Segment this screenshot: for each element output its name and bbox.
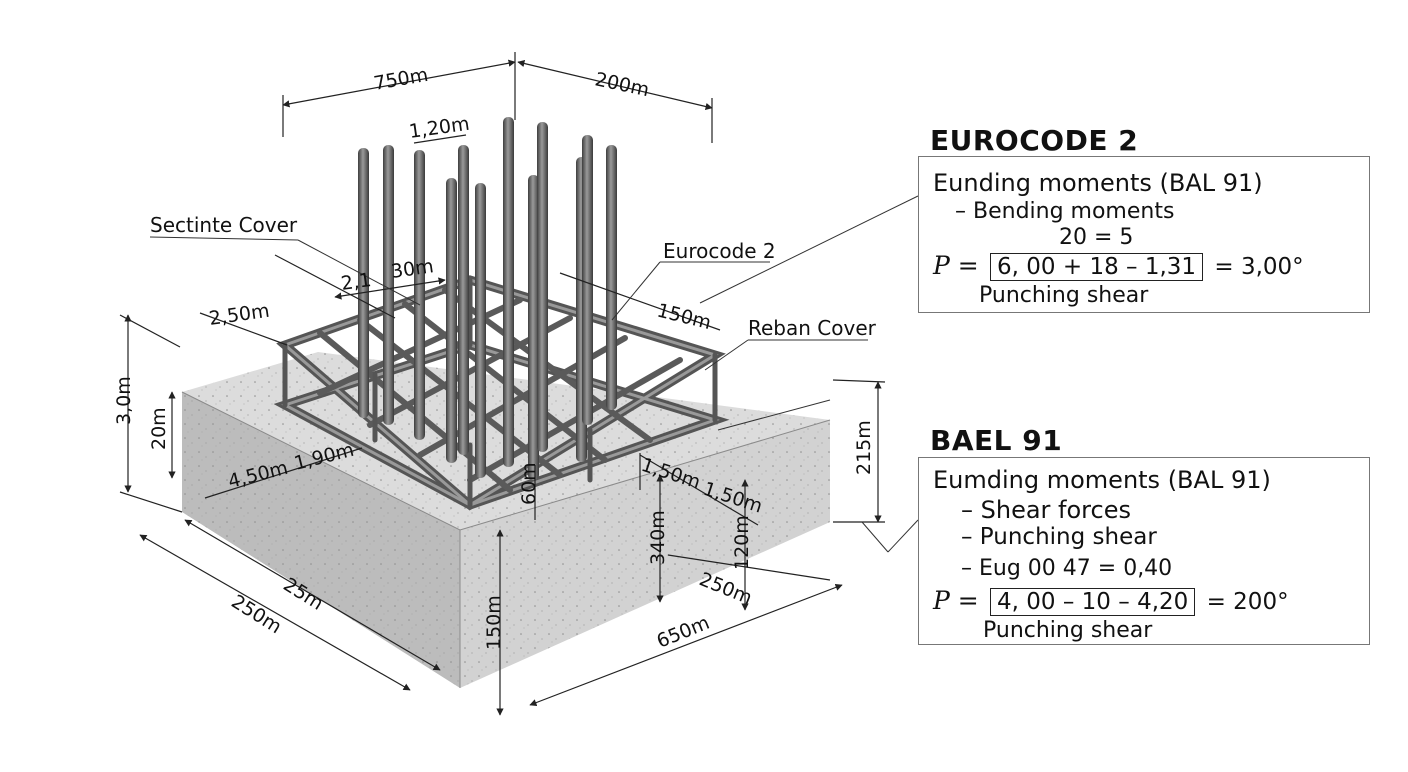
dim-small-v: 60m: [518, 462, 540, 505]
bael-line-2: – Shear forces: [961, 496, 1131, 524]
leader-lines: [149, 195, 919, 553]
dim-inner-d: 120m: [731, 515, 753, 570]
eurocode-line-2: – Bending moments: [955, 199, 1175, 224]
dim-right-height: 215m: [853, 420, 875, 475]
bael-line-3: – Punching shear: [961, 524, 1157, 550]
eurocode-formula: P = 6, 00 + 18 – 1,31 = 3,00°: [933, 251, 1304, 281]
bael-line-1: Eumding moments (BAL 91): [933, 466, 1271, 494]
eurocode-line-3: 20 = 5: [1059, 225, 1134, 250]
callout-labels: Sectinte Cover Eurocode 2 Reban Cover: [150, 213, 877, 340]
dim-bottom-height: 150m: [483, 595, 505, 650]
eurocode-line-4: Punching shear: [979, 283, 1149, 308]
dim-inner-e: 250m: [696, 568, 755, 609]
bael-line-5: Punching shear: [983, 618, 1153, 643]
dimension-lines: [119, 52, 886, 716]
dim-bar-spacing: 1,20m: [408, 113, 471, 143]
eurocode-formula-p: P =: [933, 251, 979, 280]
eurocode-formula-root: 6, 00 + 18 – 1,31: [990, 253, 1204, 281]
eurocode-note-box: Eunding moments (BAL 91) – Bending momen…: [918, 156, 1370, 313]
bael-formula: P = 4, 00 – 10 – 4,20 = 200°: [933, 586, 1289, 616]
dim-inner-c: 340m: [647, 510, 669, 565]
eurocode-title: EUROCODE 2: [930, 124, 1139, 157]
callout-eurocode: Eurocode 2: [663, 239, 776, 263]
eurocode-line-1: Eunding moments (BAL 91): [933, 169, 1263, 197]
bael-formula-root: 4, 00 – 10 – 4,20: [990, 588, 1196, 616]
callout-section-cover: Sectinte Cover: [150, 213, 298, 237]
dim-height-total: 3,0m: [113, 376, 135, 425]
bael-formula-result: = 200°: [1206, 589, 1289, 615]
dim-left-rim: 2,50m: [208, 300, 271, 330]
dim-height-block: 20m: [148, 407, 170, 450]
dim-top-right: 200m: [593, 68, 651, 101]
callout-rebar-cover: Reban Cover: [748, 316, 877, 340]
bael-note-box: Eumding moments (BAL 91) – Shear forces …: [918, 457, 1370, 645]
bael-formula-p: P =: [933, 586, 979, 615]
dim-top-left: 750m: [372, 64, 430, 95]
dim-mid-b: 30m: [390, 255, 435, 283]
bael-title: BAEL 91: [930, 424, 1063, 457]
dim-mid-a: 2,1: [340, 269, 373, 295]
eurocode-formula-result: = 3,00°: [1214, 254, 1304, 280]
dim-bottom-left-a: 250m: [227, 591, 285, 639]
dim-right-rim: 150m: [655, 300, 713, 335]
bael-line-4: – Eug 00 47 = 0,40: [961, 556, 1173, 581]
starter-bars: [358, 117, 617, 480]
